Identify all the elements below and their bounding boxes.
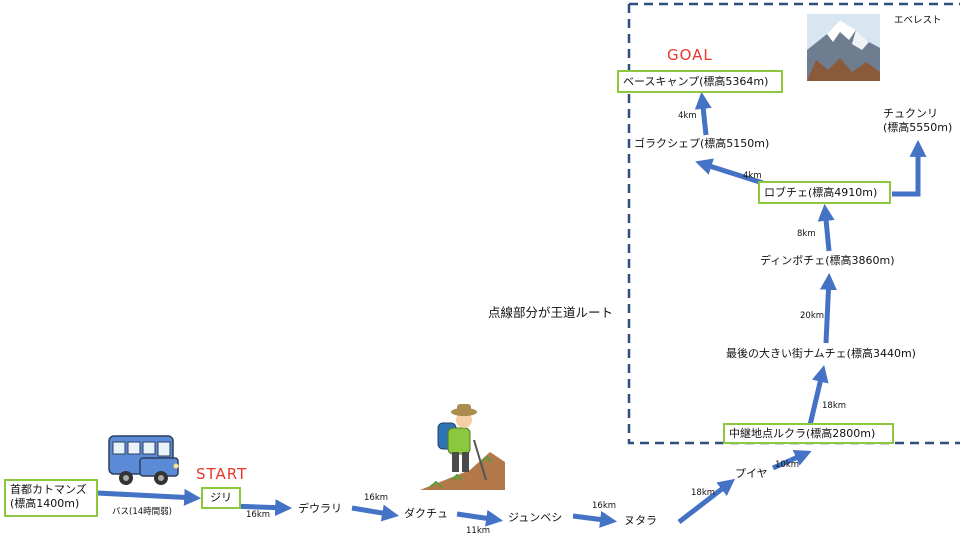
leg-bus: バス(14時間弱) xyxy=(112,507,172,517)
stop-dingboche: ディンボチェ(標高3860m) xyxy=(760,254,895,267)
stop-puiya: プイヤ xyxy=(735,467,768,480)
leg-deurali-dakuchu: 16km xyxy=(364,493,389,503)
stop-chukhung: チュクンリ (標高5550m) xyxy=(883,107,953,135)
start-label: START xyxy=(196,465,248,483)
leg-namche-dingboche: 20km xyxy=(800,311,825,321)
stop-junbesi: ジュンベシ xyxy=(508,511,563,524)
goal-label: GOAL xyxy=(667,46,713,64)
arrow-kathmandu-jiri xyxy=(96,488,202,506)
arrow-dakuchu-junbesi xyxy=(456,509,504,527)
stop-lobuche: ロブチェ(標高4910m) xyxy=(758,181,891,204)
bus-icon xyxy=(108,435,179,485)
arrow-lukla-namche xyxy=(807,365,829,426)
arrow-lobuche-gorakshep xyxy=(695,158,767,187)
arrow-deurali-dakuchu xyxy=(351,504,400,522)
stop-namche: 最後の大きい街ナムチェ(標高3440m) xyxy=(726,347,916,360)
leg-nutala-puiya: 18km xyxy=(691,488,716,498)
stop-jiri: ジリ xyxy=(201,487,241,509)
mountain-icon xyxy=(807,14,880,81)
leg-lobuche-gorakshep: 4km xyxy=(743,171,762,181)
leg-puiya-lukla: 10km xyxy=(775,460,800,470)
hiker-icon xyxy=(420,404,505,490)
leg-dingboche-lobuche: 8km xyxy=(797,229,816,239)
stop-nutala: ヌタラ xyxy=(624,514,657,527)
main-route-dashed-boundary xyxy=(627,2,960,445)
arrow-namche-dingboche xyxy=(819,272,837,344)
arrow-lobuche-chukhung xyxy=(892,139,927,197)
stop-basecamp: ベースキャンプ(標高5364m) xyxy=(617,70,783,93)
stop-gorakshep: ゴラクシェプ(標高5150m) xyxy=(634,137,770,150)
route-note: 点線部分が王道ルート xyxy=(488,305,614,320)
stop-dakuchu: ダクチュ xyxy=(404,507,448,520)
arrow-gorakshep-basecamp xyxy=(694,91,712,136)
leg-dakuchu-junbesi: 11km xyxy=(466,526,491,536)
stop-kathmandu: 首都カトマンズ (標高1400m) xyxy=(4,479,98,517)
arrow-puiya-lukla xyxy=(771,450,812,471)
leg-jiri-deurali: 16km xyxy=(246,510,271,520)
leg-lukla-namche: 18km xyxy=(822,401,847,411)
stop-everest: エベレスト xyxy=(894,15,942,26)
leg-junbesi-nutala: 16km xyxy=(592,501,617,511)
arrow-nutala-puiya xyxy=(677,478,736,524)
leg-gorakshep-basecamp: 4km xyxy=(678,111,697,121)
arrow-junbesi-nutala xyxy=(572,511,618,528)
stop-lukla: 中継地点ルクラ(標高2800m) xyxy=(723,423,894,444)
stop-deurali: デウラリ xyxy=(298,502,342,515)
arrow-dingboche-lobuche xyxy=(817,203,835,252)
